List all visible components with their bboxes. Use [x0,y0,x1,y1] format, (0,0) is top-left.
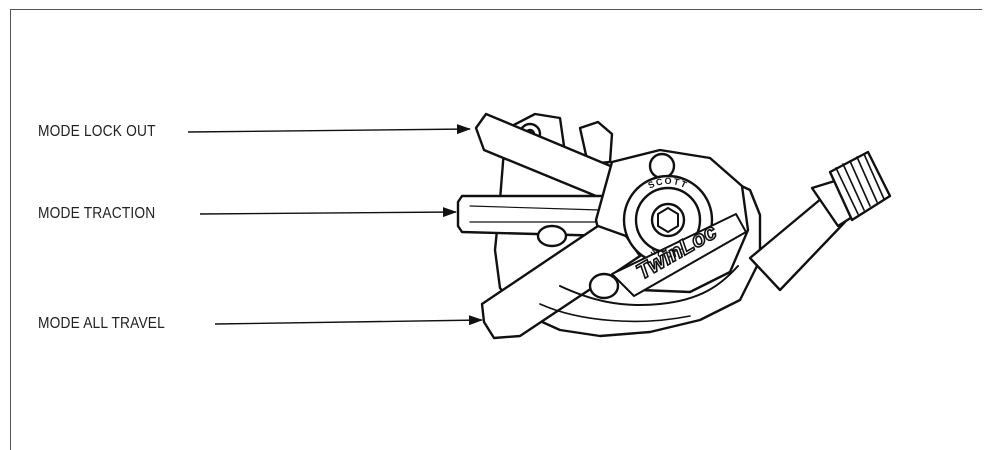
device-body [456,112,892,340]
arrow-all-travel [214,315,483,326]
arrow-lock-out [187,124,471,135]
label-mode-all-travel: MODE ALL TRAVEL [38,315,165,332]
dial-text-bottom: SCOTT [649,246,686,260]
svg-text:SCOTT: SCOTT [649,246,687,260]
svg-text:SCOTT: SCOTT [646,176,689,191]
arrow-traction [199,207,457,218]
dial-text-top: SCOTT [646,176,688,191]
label-mode-lock-out: MODE LOCK OUT [38,123,156,140]
label-mode-traction: MODE TRACTION [38,205,156,222]
diagram-frame [10,9,982,450]
